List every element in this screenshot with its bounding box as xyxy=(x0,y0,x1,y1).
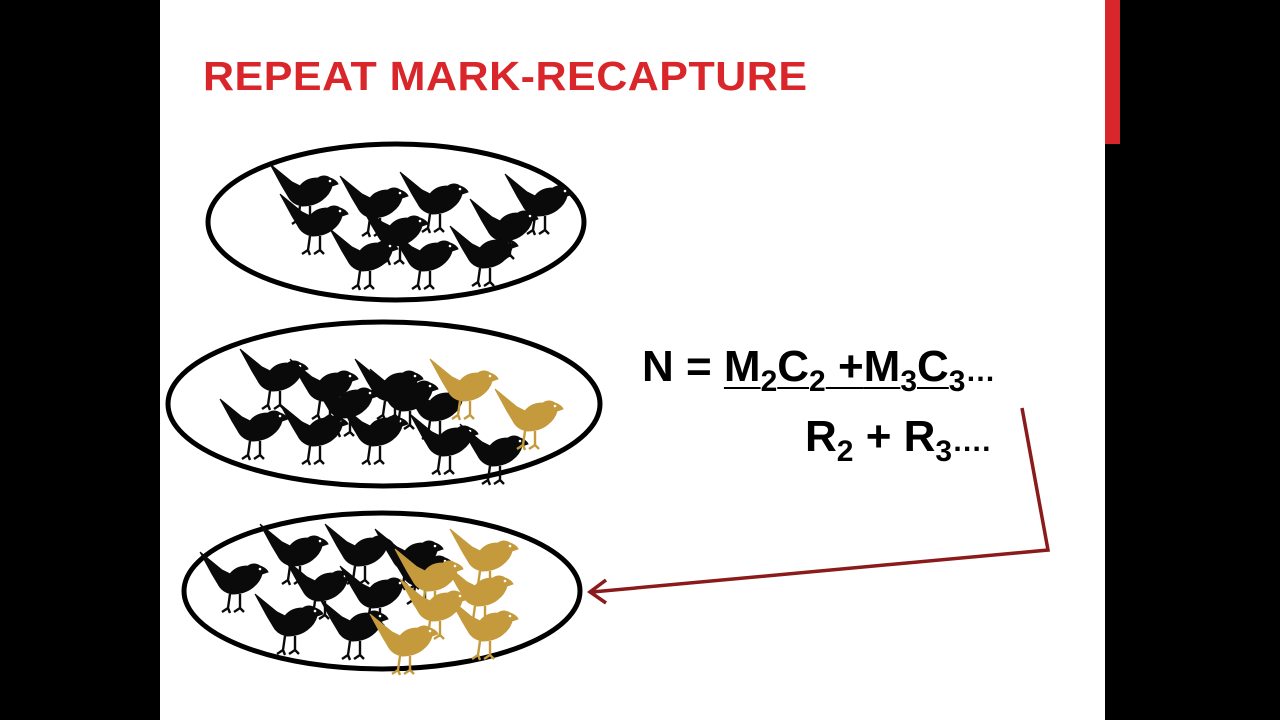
formula-denominator: R2 + R3…. xyxy=(805,412,991,467)
formula-numerator-terms: M2C2 +M3C3 xyxy=(723,342,966,397)
slide-title: REPEAT MARK-RECAPTURE xyxy=(203,54,808,100)
sub-2: 2 xyxy=(760,365,778,398)
sub-3: 3 xyxy=(935,435,953,468)
term-r: R xyxy=(805,412,837,461)
ellipsis: … xyxy=(965,355,996,388)
formula-lhs: N = xyxy=(642,342,724,391)
plus-sign: + xyxy=(853,412,904,461)
samples-illustration xyxy=(165,141,603,677)
plus-sign: + xyxy=(825,342,864,391)
ellipsis: …. xyxy=(952,425,991,458)
term-c: C xyxy=(777,342,810,391)
term-m: M xyxy=(723,342,761,391)
term-r: R xyxy=(903,412,936,461)
sub-3: 3 xyxy=(900,365,917,398)
accent-bar xyxy=(1105,0,1120,144)
sub-3: 3 xyxy=(948,365,966,398)
term-c: C xyxy=(917,342,949,391)
sub-2: 2 xyxy=(836,435,854,468)
term-m: M xyxy=(863,342,901,391)
formula-numerator: N = M2C2 +M3C3… xyxy=(642,342,996,397)
slide: REPEAT MARK-RECAPTURE N = M2C2 +M3C3… xyxy=(160,0,1105,720)
sub-2: 2 xyxy=(809,365,826,398)
